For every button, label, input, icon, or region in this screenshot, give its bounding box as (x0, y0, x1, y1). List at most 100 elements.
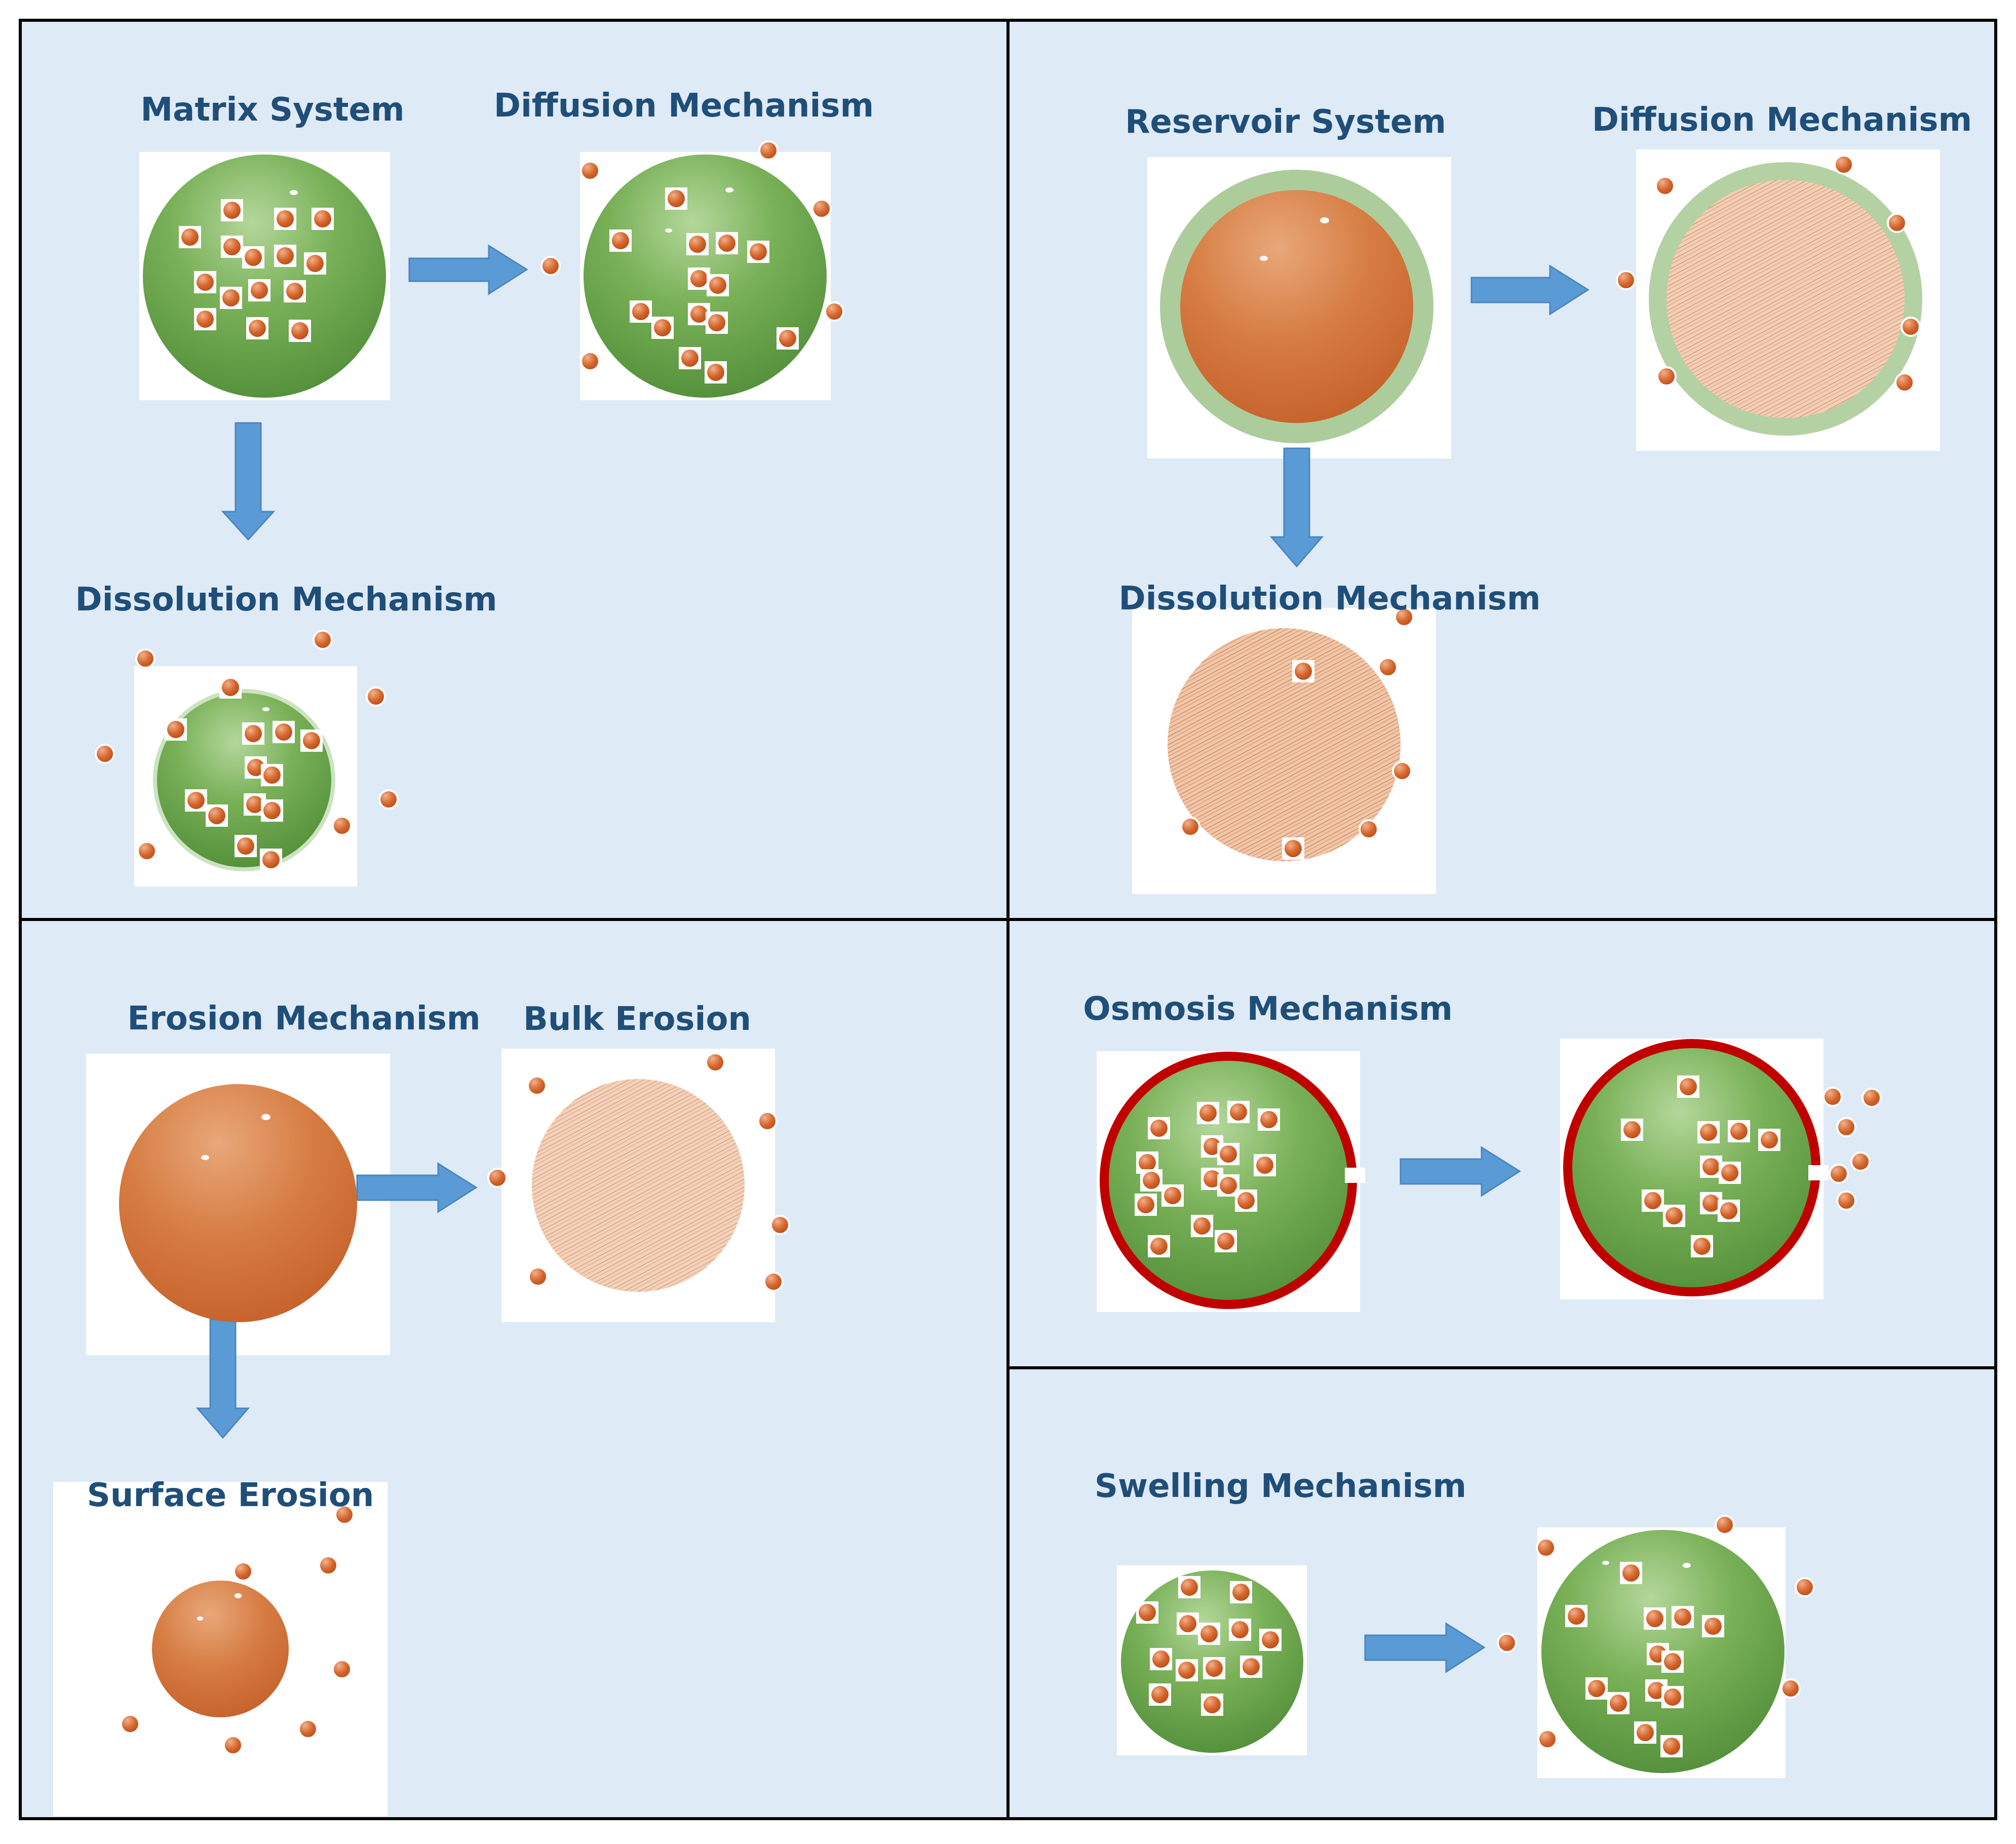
drug-particle (1204, 1170, 1221, 1187)
drug-particle (1665, 1207, 1683, 1224)
drug-particle (1730, 1123, 1748, 1140)
drug-particle (1663, 1738, 1680, 1755)
drug-particle (709, 277, 726, 294)
drug-particle (1664, 1653, 1681, 1670)
released-drug-particle (1834, 155, 1854, 175)
arrow-down-reservoir-to-dissolution (1269, 447, 1324, 568)
drug-particle (275, 723, 292, 741)
drug-particle (1680, 1078, 1697, 1095)
drug-particle (197, 274, 214, 291)
drug-particle (237, 837, 254, 855)
drug-particle (1622, 1564, 1640, 1582)
released-drug-particle (135, 648, 156, 669)
released-drug-particle (334, 1505, 355, 1525)
released-drug-particle (1836, 1117, 1856, 1137)
drug-particle (222, 679, 239, 696)
released-drug-particle (1180, 817, 1200, 837)
released-drug-particle (1887, 213, 1907, 233)
matrix-dissolution-title: Dissolution Mechanism (75, 581, 497, 619)
released-drug-particle (223, 1735, 243, 1755)
released-drug-particle (705, 1052, 725, 1072)
reservoir-sphere (1160, 170, 1433, 443)
drug-particle (1152, 1650, 1170, 1668)
drug-particle (1139, 1154, 1156, 1171)
matrix-system-title: Matrix System (140, 91, 404, 129)
drug-particle (1568, 1607, 1585, 1625)
drug-particle (1623, 1121, 1641, 1138)
drug-particle (1151, 1686, 1169, 1703)
drug-particle (1646, 1610, 1663, 1627)
released-drug-particle (811, 199, 832, 219)
drug-particle (689, 236, 706, 253)
released-drug-particle (580, 351, 600, 371)
drug-particle (1721, 1164, 1738, 1181)
drug-particle (1231, 1621, 1249, 1638)
drug-particle (1674, 1608, 1691, 1626)
osmosis-mechanism-title: Osmosis Mechanism (1083, 990, 1453, 1028)
released-drug-particle (487, 1168, 508, 1188)
drug-particle (1237, 1192, 1255, 1209)
drug-particle (1143, 1172, 1160, 1189)
released-drug-particle (1616, 270, 1636, 290)
drug-particle (690, 270, 708, 287)
reservoir-dissolution-title: Dissolution Mechanism (1118, 580, 1540, 618)
drug-particle (223, 202, 241, 219)
matrix-diffusion-title: Diffusion Mechanism (494, 87, 874, 125)
reservoir-system-title: Reservoir System (1125, 103, 1446, 141)
drug-particle (262, 851, 280, 868)
drug-particle (1181, 1579, 1198, 1596)
drug-particle (314, 210, 331, 227)
drug-particle (1644, 1192, 1661, 1209)
released-drug-particle (1862, 1088, 1882, 1108)
released-drug-particle (1715, 1515, 1735, 1535)
released-drug-particle (378, 789, 399, 810)
drug-particle (1256, 1157, 1273, 1174)
reservoir-diffusion-title: Diffusion Mechanism (1592, 101, 1972, 139)
erosion-sphere (119, 1084, 357, 1322)
released-drug-particle (120, 1714, 140, 1734)
arrow-right-matrix-to-diffusion (408, 244, 528, 295)
drug-particle (1700, 1124, 1717, 1141)
drug-particle (277, 247, 294, 264)
released-drug-particle (758, 140, 779, 161)
drug-particle (223, 238, 241, 255)
released-drug-particle (763, 1272, 784, 1292)
drug-particle (1220, 1177, 1237, 1194)
drug-particle (1720, 1202, 1737, 1219)
drug-particle (612, 232, 629, 249)
released-drug-particle (528, 1266, 548, 1287)
osmosis-sphere-after (1563, 1039, 1829, 1296)
drug-particle (187, 792, 205, 809)
reservoir-dissolution-sphere (1168, 628, 1401, 861)
drug-particle (167, 721, 184, 738)
released-drug-particle (332, 1659, 352, 1679)
drug-particle (707, 364, 724, 381)
surface-erosion-title: Surface Erosion (87, 1477, 374, 1514)
drug-particle (1262, 1631, 1279, 1648)
drug-particle (303, 732, 320, 749)
drug-particle (263, 802, 281, 819)
drug-particle (1702, 1195, 1720, 1212)
drug-particle (1702, 1158, 1720, 1175)
drug-particle (668, 190, 685, 207)
surface-erosion-sphere (152, 1581, 289, 1717)
drug-particle (1693, 1238, 1711, 1255)
reservoir-diffusion-sphere (1649, 162, 1922, 436)
drug-particle (1150, 1238, 1168, 1255)
drug-particle (1761, 1131, 1778, 1148)
drug-particle (1139, 1604, 1156, 1621)
drug-particles (95, 140, 1921, 1757)
released-drug-particle (366, 686, 386, 707)
drug-particle (181, 228, 199, 246)
released-drug-particle (1823, 1087, 1843, 1107)
released-drug-particle (824, 301, 844, 322)
released-drug-particle (1497, 1633, 1517, 1653)
released-drug-particle (318, 1555, 338, 1576)
drug-particle (1204, 1696, 1221, 1713)
drug-particle (1230, 1103, 1247, 1121)
drug-particle (1193, 1217, 1211, 1235)
released-drug-particle (1359, 819, 1379, 839)
panel-borders (19, 19, 1997, 1820)
drug-particle (208, 807, 225, 824)
